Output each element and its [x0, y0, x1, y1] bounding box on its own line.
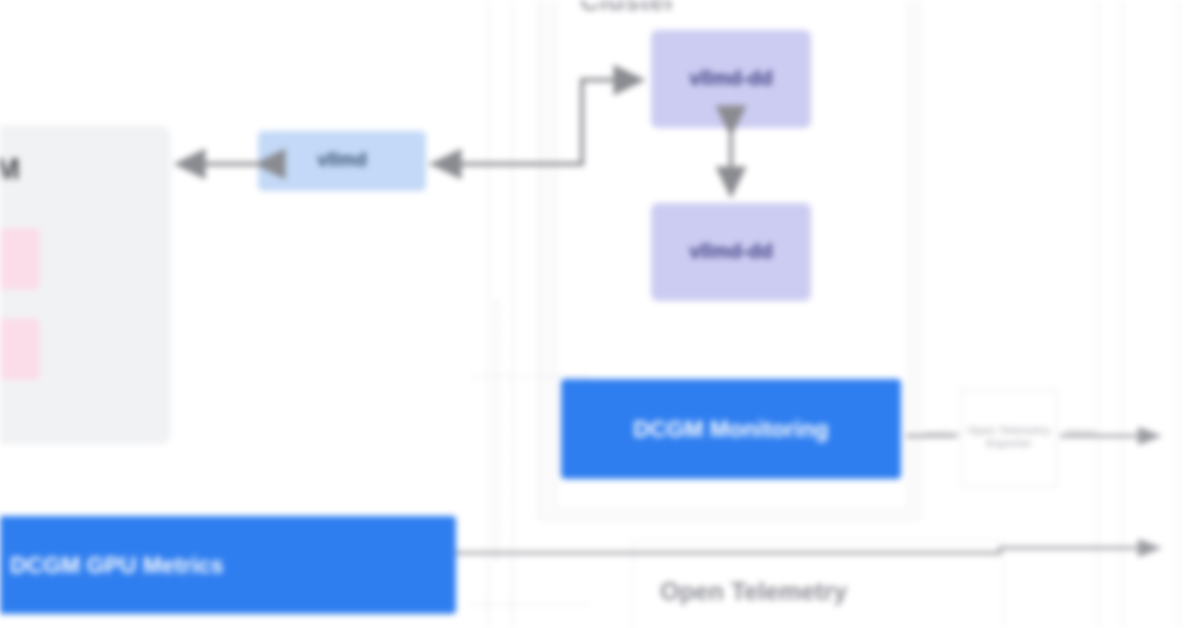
- right-frame-line-2: [1122, 0, 1123, 628]
- guide-line-dashed: [496, 300, 498, 560]
- right-frame-line-1: [1098, 0, 1099, 628]
- node-otel-exporter[interactable]: Open Telemetry Exporter: [961, 389, 1057, 487]
- node-dcgm-monitoring[interactable]: DCGM Monitoring: [561, 379, 901, 479]
- vm-item-2[interactable]: v3: [0, 318, 40, 380]
- right-frame-line-3: [1178, 0, 1179, 628]
- separator-top: [470, 376, 590, 377]
- node-vllmd-dd-top[interactable]: vllmd-dd: [651, 30, 811, 128]
- cluster-title: Cluster: [580, 0, 676, 16]
- node-dcgm-gpu-metrics[interactable]: DCGM GPU Metrics: [0, 516, 456, 614]
- guide-line-1: [488, 0, 489, 628]
- node-vllmd-dd-bottom[interactable]: vllmd-dd: [651, 203, 811, 301]
- edge-label-traces: traces: [1066, 427, 1096, 438]
- separator-bottom: [470, 604, 590, 605]
- node-vllmd[interactable]: vllmd: [258, 131, 426, 191]
- edge-label-metrics: metrics: [924, 429, 960, 440]
- guide-line-2: [512, 0, 513, 628]
- vm-item-1[interactable]: a: [0, 228, 40, 290]
- open-telemetry-panel: [632, 540, 1004, 628]
- vm-label: VM: [0, 152, 20, 186]
- open-telemetry-title: Open Telemetry: [660, 578, 848, 606]
